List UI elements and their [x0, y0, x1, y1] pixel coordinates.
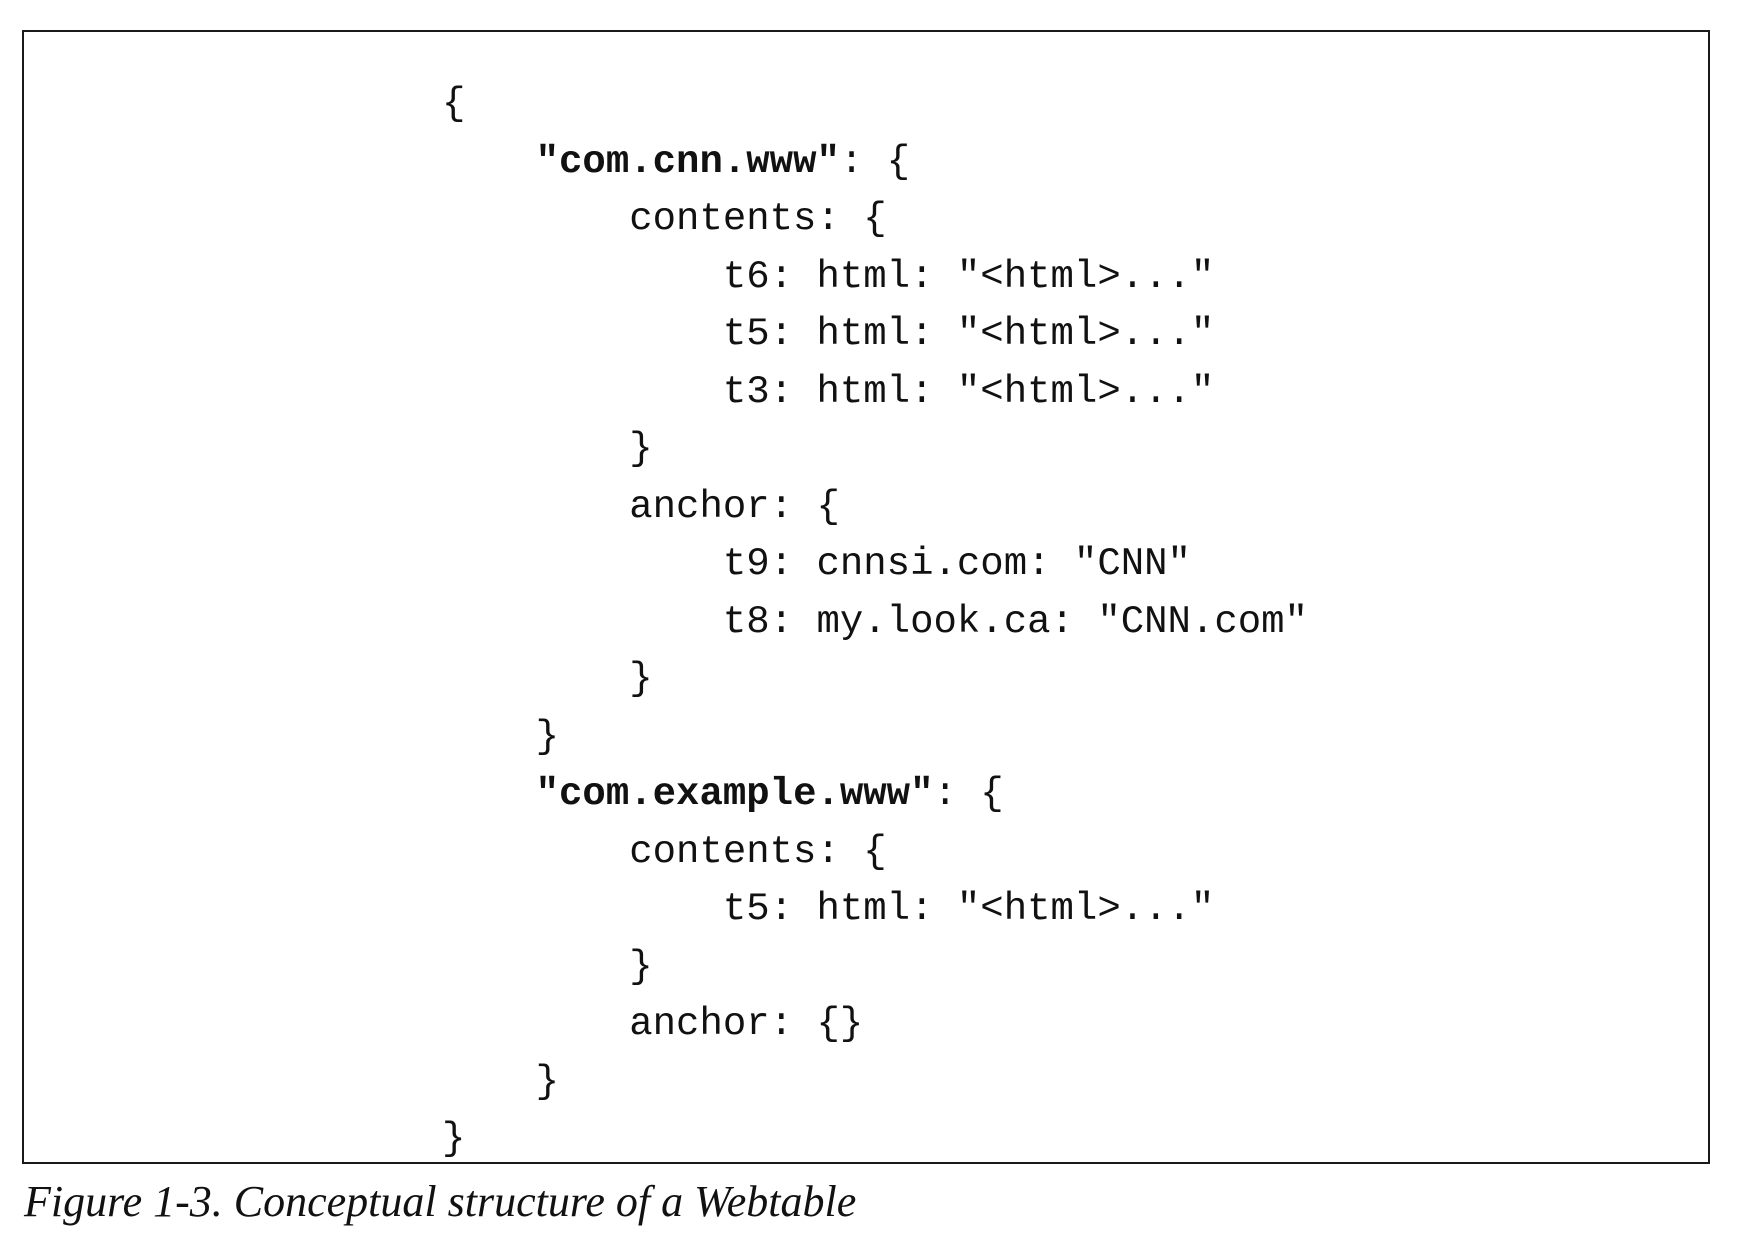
code-text: }	[535, 714, 560, 759]
code-line: t5: html: "<html>..."	[442, 881, 1308, 939]
code-text: }	[535, 1059, 560, 1104]
code-line: }	[442, 709, 1308, 767]
code-line: {	[442, 76, 1308, 134]
figure-frame: { "com.cnn.www": { contents: { t6: html:…	[22, 30, 1710, 1164]
code-line: t8: my.look.ca: "CNN.com"	[442, 594, 1308, 652]
code-text: t3: html: "<html>..."	[722, 369, 1215, 414]
code-line: contents: {	[442, 824, 1308, 882]
code-text: : {	[933, 772, 1004, 816]
code-text: t9: cnnsi.com: "CNN"	[722, 542, 1191, 586]
code-line: t9: cnnsi.com: "CNN"	[442, 536, 1308, 594]
code-line: }	[442, 651, 1308, 709]
code-text: anchor: {	[629, 484, 840, 529]
code-text: }	[629, 657, 653, 701]
code-line: anchor: {}	[442, 996, 1308, 1054]
code-line: "com.example.www": {	[442, 766, 1308, 824]
code-line: }	[442, 939, 1308, 997]
code-text: t8: my.look.ca: "CNN.com"	[722, 599, 1308, 644]
code-line: contents: {	[442, 191, 1308, 249]
code-line: anchor: {	[442, 479, 1308, 537]
code-line: }	[442, 1111, 1308, 1169]
code-block: { "com.cnn.www": { contents: { t6: html:…	[442, 76, 1308, 1169]
code-line: }	[442, 1054, 1308, 1112]
code-text: t5: html: "<html>..."	[722, 887, 1215, 931]
code-text: {	[442, 82, 466, 126]
row-key: "com.example.www"	[535, 772, 934, 816]
code-text: t5: html: "<html>..."	[722, 312, 1215, 356]
code-text: contents: {	[629, 829, 887, 874]
code-line: t5: html: "<html>..."	[442, 306, 1308, 364]
row-key: "com.cnn.www"	[535, 139, 840, 184]
code-text: : {	[839, 139, 911, 184]
code-line: }	[442, 421, 1308, 479]
code-text: }	[629, 944, 653, 989]
code-line: t6: html: "<html>..."	[442, 249, 1308, 307]
code-line: t3: html: "<html>..."	[442, 364, 1308, 422]
code-text: }	[442, 1117, 466, 1161]
code-text: contents: {	[629, 197, 887, 241]
code-text: t6: html: "<html>..."	[722, 254, 1215, 299]
code-line: "com.cnn.www": {	[442, 134, 1308, 192]
figure-caption: Figure 1-3. Conceptual structure of a We…	[24, 1177, 857, 1226]
code-text: }	[629, 427, 653, 471]
code-text: anchor: {}	[629, 1002, 864, 1046]
